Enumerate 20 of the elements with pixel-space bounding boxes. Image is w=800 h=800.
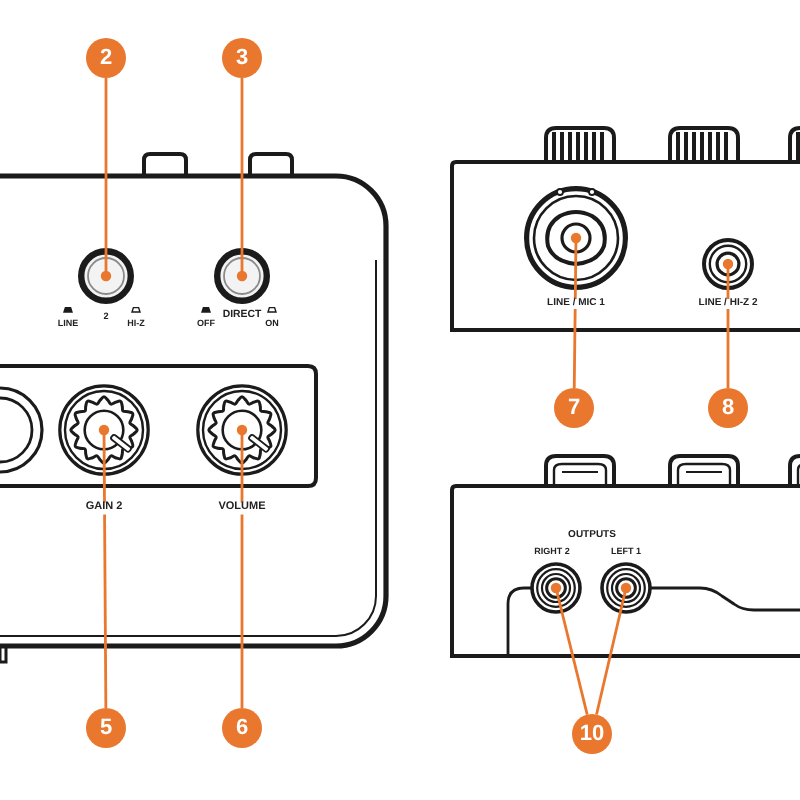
rotary-knob	[58, 384, 150, 476]
leader-line	[236, 78, 248, 282]
push-button	[214, 248, 270, 304]
rotary-knob	[196, 384, 288, 476]
leader-line	[236, 424, 248, 708]
leader-line	[98, 424, 110, 708]
callout-number: 10	[572, 714, 612, 754]
combo-input-jack	[524, 186, 628, 290]
callout-number: 2	[86, 38, 126, 78]
push-button	[78, 248, 134, 304]
leader-line	[570, 232, 582, 388]
callout-number: 8	[708, 388, 748, 428]
callout-number: 3	[222, 38, 262, 78]
leader-line	[550, 582, 589, 715]
leader-line	[722, 258, 734, 388]
leader-line	[100, 78, 112, 282]
callout-number: 6	[222, 708, 262, 748]
callout-number: 7	[554, 388, 594, 428]
callout-number: 5	[86, 708, 126, 748]
leader-line	[595, 582, 632, 715]
